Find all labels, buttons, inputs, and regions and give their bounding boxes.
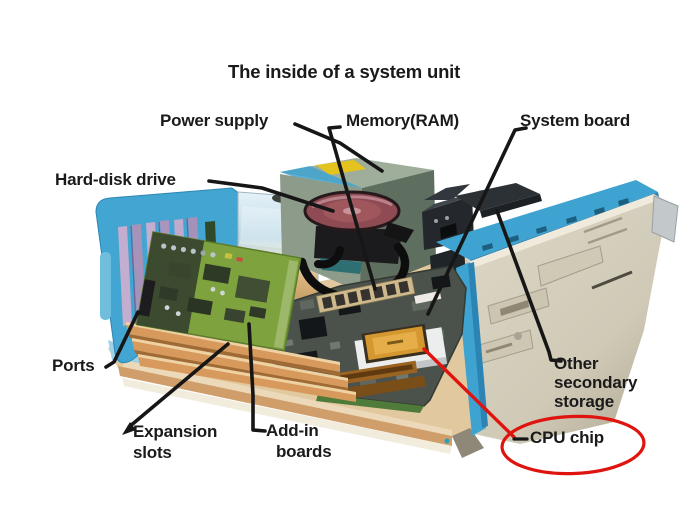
label-power-supply: Power supply [160,111,269,130]
leader-power-supply [293,122,384,173]
ram-socket [414,290,442,304]
leader-system-board [426,126,528,316]
leader-hard-disk [207,179,335,213]
memory-ram-module [315,276,416,314]
leader-lines [104,122,563,433]
label-expansion-slots-line1: Expansion [133,422,218,441]
bus-slots [330,360,426,400]
expansion-slots-illustration [126,322,356,402]
label-other-secondary-line1: Other [554,354,599,373]
label-memory-ram: Memory(RAM) [346,111,460,130]
cpu-highlight [422,347,646,476]
label-other-secondary-line2: secondary [554,373,638,392]
label-add-in-boards-line1: Add-in [266,421,319,440]
label-system-board: System board [520,111,631,130]
add-in-board-illustration [135,231,302,352]
leader-ports [104,310,140,369]
label-other-secondary-line3: storage [554,392,615,411]
front-panel [452,194,679,458]
leader-other-secondary [495,209,563,363]
label-add-in-boards-line2: boards [276,442,332,461]
diagram-title: The inside of a system unit [228,61,461,82]
cpu-chip-illustration [354,323,448,378]
label-ports: Ports [52,356,95,375]
expansion-arrowhead [122,422,136,435]
label-cpu-chip: CPU chip [530,428,604,447]
leader-add-in-boards [247,322,267,433]
label-hard-disk-drive: Hard-disk drive [55,170,176,189]
leader-expansion-slots [127,342,230,429]
label-expansion-slots-line2: slots [133,443,172,462]
cpu-highlight-ellipse [500,414,646,476]
leader-memory-ram [327,125,377,291]
